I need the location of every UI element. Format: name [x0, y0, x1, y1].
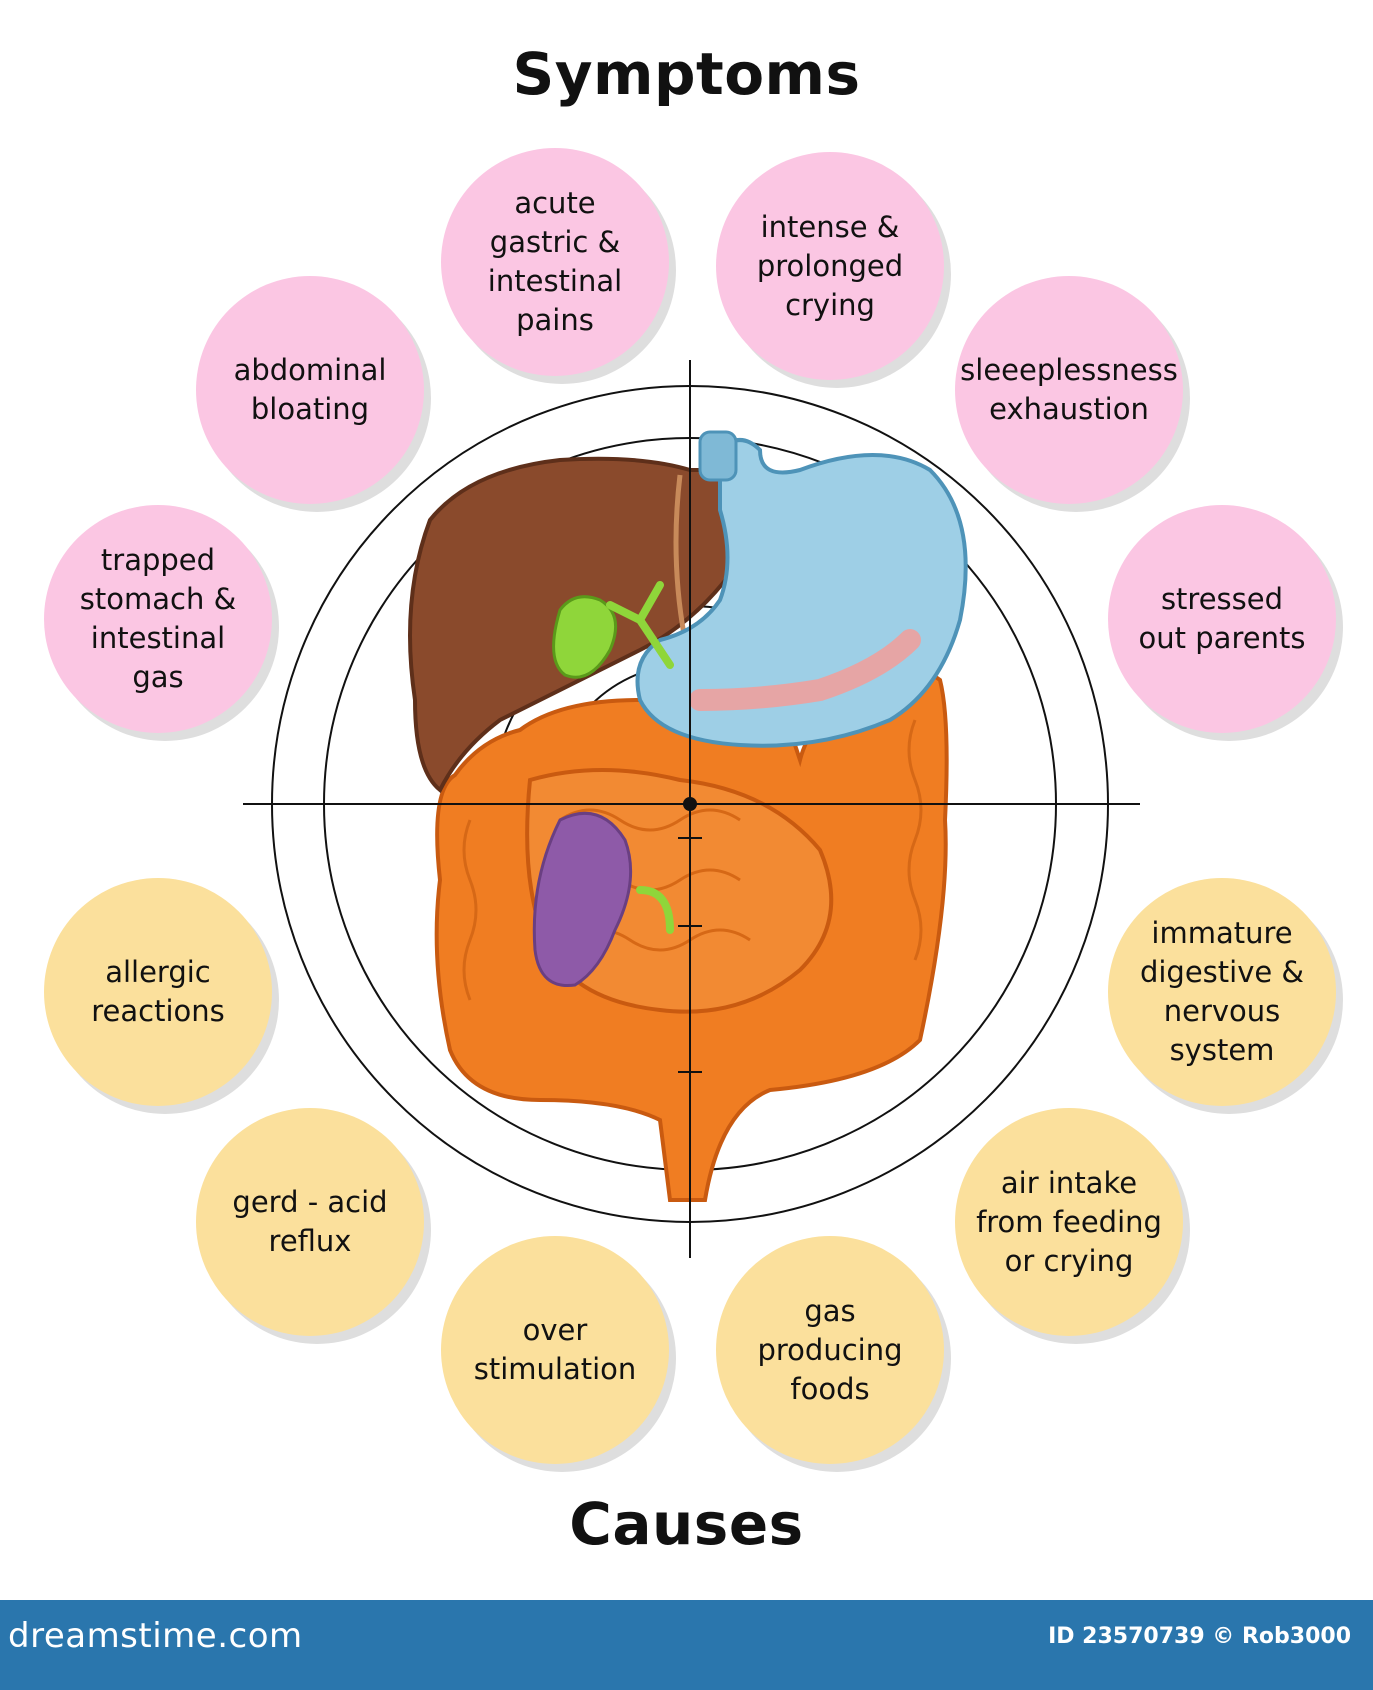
cause-label: air intake from feeding or crying	[976, 1165, 1162, 1278]
symptom-bubble-acute-gastric-intestinal-pains: acute gastric & intestinal pains	[441, 148, 669, 376]
cause-label: immature digestive & nervous system	[1139, 916, 1305, 1067]
cause-bubble-immature-digestive-nervous-system: immature digestive & nervous system	[1108, 878, 1336, 1106]
footer-image-credit: ID 23570739 © Rob3000	[1048, 1624, 1351, 1649]
symptom-bubble-intense-prolonged-crying: intense & prolonged crying	[716, 152, 944, 380]
footer-bar: dreamstime.com ID 23570739 © Rob3000	[0, 1600, 1373, 1690]
symptom-label: sleeeplessness exhaustion	[960, 353, 1178, 426]
cause-label: allergic reactions	[91, 955, 225, 1028]
crosshair	[243, 360, 1140, 1258]
footer-site-name: dreamstime.com	[8, 1616, 303, 1656]
symptom-bubble-trapped-stomach-intestinal-gas: trapped stomach & intestinal gas	[44, 505, 272, 733]
symptom-bubble-abdominal-bloating: abdominal bloating	[196, 276, 424, 504]
intestines	[434, 663, 949, 1202]
symptom-label: intense & prolonged crying	[756, 209, 904, 322]
cause-label: gerd - acid reflux	[232, 1185, 388, 1258]
crosshair-center-dot	[683, 797, 697, 811]
symptom-bubble-stressed-out-parents: stressed out parents	[1108, 505, 1336, 733]
digestive-system-diagram	[243, 360, 1140, 1258]
symptom-label: trapped stomach & intestinal gas	[79, 543, 237, 694]
ureter	[636, 886, 674, 934]
kidney	[532, 811, 633, 988]
esophagus	[698, 430, 738, 482]
cause-bubble-allergic-reactions: allergic reactions	[44, 878, 272, 1106]
cause-bubble-air-intake-feeding-crying: air intake from feeding or crying	[955, 1108, 1183, 1336]
cause-bubble-over-stimulation: over stimulation	[441, 1236, 669, 1464]
cause-bubble-gerd-acid-reflux: gerd - acid reflux	[196, 1108, 424, 1336]
symptom-label: stressed out parents	[1138, 582, 1306, 655]
symptom-label: acute gastric & intestinal pains	[487, 186, 623, 337]
duodenum	[689, 629, 921, 711]
liver-ligament	[673, 474, 688, 641]
causes-heading: Causes	[569, 1490, 804, 1558]
gallbladder	[552, 595, 618, 679]
cause-bubble-gas-producing-foods: gas producing foods	[716, 1236, 944, 1464]
cause-label: over stimulation	[473, 1313, 637, 1386]
symptom-label: abdominal bloating	[233, 353, 387, 426]
cause-label: gas producing foods	[757, 1293, 903, 1406]
symptom-bubble-sleeplessness-exhaustion: sleeeplessness exhaustion	[955, 276, 1183, 504]
symptoms-heading: Symptoms	[512, 40, 861, 108]
bile-duct	[606, 581, 674, 669]
